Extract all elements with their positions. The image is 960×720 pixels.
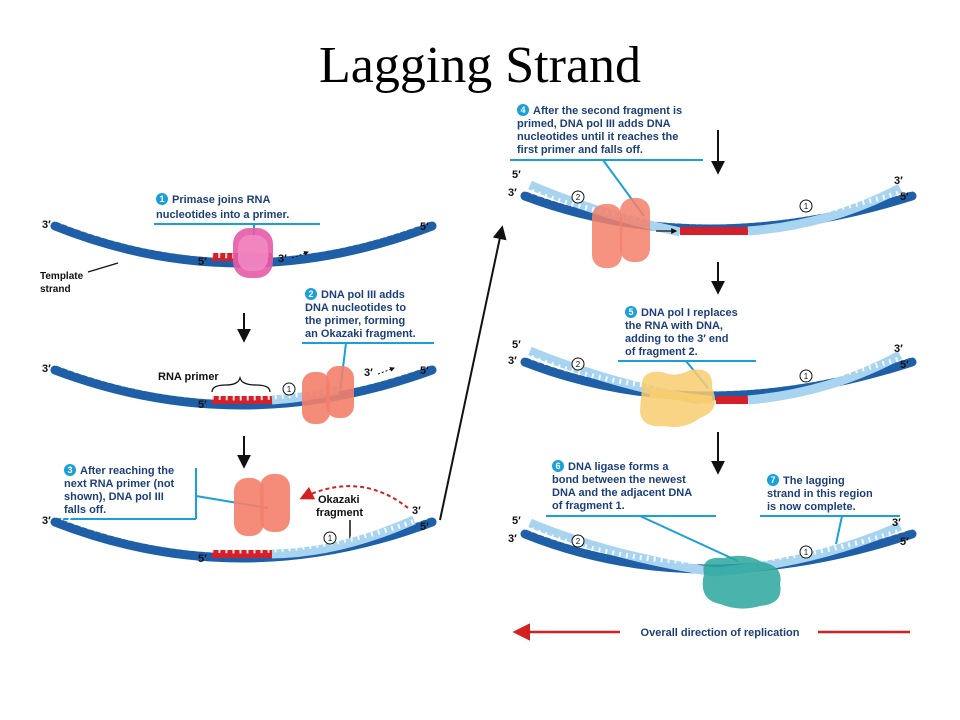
svg-text:3′: 3′ xyxy=(508,355,517,367)
svg-text:3: 3 xyxy=(67,465,72,475)
svg-text:2: 2 xyxy=(308,289,313,299)
svg-text:shown), DNA pol III: shown), DNA pol III xyxy=(64,491,164,503)
svg-text:5′: 5′ xyxy=(420,521,429,533)
svg-text:DNA pol III adds: DNA pol III adds xyxy=(321,289,405,301)
svg-text:3′: 3′ xyxy=(508,533,517,545)
svg-text:strand in this region: strand in this region xyxy=(767,488,873,500)
svg-text:2: 2 xyxy=(576,360,581,369)
svg-text:is now complete.: is now complete. xyxy=(767,501,856,513)
svg-text:adding to the 3′ end: adding to the 3′ end xyxy=(625,333,728,345)
page-title: Lagging Strand xyxy=(319,37,641,94)
dna-pol-iii-panel-4 xyxy=(592,198,650,268)
okazaki-label: Okazaki fragment xyxy=(299,485,409,542)
step-5-callout: 5 DNA pol I replaces the RNA with DNA, a… xyxy=(618,306,756,389)
svg-text:first primer and falls off.: first primer and falls off. xyxy=(517,144,643,156)
svg-text:5′: 5′ xyxy=(198,256,207,268)
svg-text:5′: 5′ xyxy=(512,339,521,351)
svg-text:5′: 5′ xyxy=(512,169,521,181)
svg-text:of fragment 2.: of fragment 2. xyxy=(625,346,698,358)
svg-text:5′: 5′ xyxy=(420,221,429,233)
svg-text:DNA and the adjacent DNA: DNA and the adjacent DNA xyxy=(552,487,692,499)
svg-text:1: 1 xyxy=(159,194,164,204)
svg-text:of fragment 1.: of fragment 1. xyxy=(552,500,625,512)
svg-text:2: 2 xyxy=(576,537,581,546)
svg-text:The lagging: The lagging xyxy=(783,475,845,487)
svg-text:the primer, forming: the primer, forming xyxy=(305,315,405,327)
svg-text:3′: 3′ xyxy=(42,219,51,231)
svg-text:5′: 5′ xyxy=(198,553,207,565)
svg-text:RNA primer: RNA primer xyxy=(158,371,219,383)
svg-text:DNA nucleotides to: DNA nucleotides to xyxy=(305,302,406,314)
svg-text:strand: strand xyxy=(40,284,71,295)
overall-direction: Overall direction of replication xyxy=(512,623,910,641)
svg-text:falls off.: falls off. xyxy=(64,504,106,516)
svg-text:2: 2 xyxy=(576,193,581,202)
svg-text:nucleotides until it reaches t: nucleotides until it reaches the xyxy=(517,131,678,143)
svg-text:5′: 5′ xyxy=(512,515,521,527)
panel-2-strand: 3′ 5′ 5′ 3′ RNA primer 1 xyxy=(42,360,437,411)
svg-text:an Okazaki fragment.: an Okazaki fragment. xyxy=(305,328,416,340)
svg-text:After reaching the: After reaching the xyxy=(80,465,174,477)
svg-text:3′: 3′ xyxy=(42,363,51,375)
svg-text:5: 5 xyxy=(628,307,633,317)
svg-text:3′: 3′ xyxy=(892,517,901,529)
panel-4-strand: 5′ 3′ 3′ 5′ 2 1 xyxy=(508,169,917,237)
svg-text:4: 4 xyxy=(520,105,525,115)
dna-pol-iii-released xyxy=(234,474,290,536)
svg-text:DNA pol I replaces: DNA pol I replaces xyxy=(641,307,738,319)
svg-text:next RNA primer (not: next RNA primer (not xyxy=(64,478,175,490)
svg-text:1: 1 xyxy=(804,548,809,557)
svg-text:3′: 3′ xyxy=(364,367,373,379)
svg-text:3′: 3′ xyxy=(412,505,421,517)
svg-text:3′: 3′ xyxy=(508,187,517,199)
step-6-callout: 6 DNA ligase forms a bond between the ne… xyxy=(546,460,741,563)
primase-enzyme xyxy=(233,228,273,278)
svg-text:5′: 5′ xyxy=(420,365,429,377)
dna-pol-iii-enzyme xyxy=(302,366,354,424)
svg-text:primed, DNA pol III adds DNA: primed, DNA pol III adds DNA xyxy=(517,118,671,130)
svg-text:5′: 5′ xyxy=(198,399,207,411)
dna-ligase-enzyme xyxy=(702,555,781,609)
svg-text:Overall direction of replicati: Overall direction of replication xyxy=(641,627,800,639)
svg-text:Primase joins RNA: Primase joins RNA xyxy=(172,194,270,206)
svg-text:1: 1 xyxy=(804,202,809,211)
svg-text:7: 7 xyxy=(770,475,775,485)
svg-text:1: 1 xyxy=(804,372,809,381)
svg-text:fragment: fragment xyxy=(316,507,363,519)
continue-arrow xyxy=(439,225,507,521)
svg-text:5′: 5′ xyxy=(900,536,909,548)
svg-text:5′: 5′ xyxy=(900,191,909,203)
svg-text:3′: 3′ xyxy=(278,253,287,265)
svg-text:the RNA with DNA,: the RNA with DNA, xyxy=(625,320,723,332)
svg-text:3′: 3′ xyxy=(42,515,51,527)
svg-text:1: 1 xyxy=(287,385,292,394)
svg-text:After the second fragment is: After the second fragment is xyxy=(533,105,682,117)
panel-3-strand: 3′ 5′ 3′ 5′ 1 xyxy=(42,505,437,565)
svg-text:6: 6 xyxy=(555,461,560,471)
svg-text:DNA ligase forms a: DNA ligase forms a xyxy=(568,461,669,473)
svg-text:bond between the newest: bond between the newest xyxy=(552,474,686,486)
step-4-callout: 4 After the second fragment is primed, D… xyxy=(510,104,703,217)
svg-text:3′: 3′ xyxy=(894,343,903,355)
svg-text:5′: 5′ xyxy=(900,359,909,371)
svg-text:nucleotides into a primer.: nucleotides into a primer. xyxy=(156,209,289,221)
dna-pol-i-enzyme xyxy=(640,369,716,427)
svg-text:Okazaki: Okazaki xyxy=(318,494,360,506)
svg-text:3′: 3′ xyxy=(894,175,903,187)
step-7-callout: 7 The lagging strand in this region is n… xyxy=(760,474,900,545)
svg-text:Template: Template xyxy=(40,271,84,282)
svg-text:1: 1 xyxy=(328,534,333,543)
step-1-callout: 1 Primase joins RNA nucleotides into a p… xyxy=(154,193,320,240)
